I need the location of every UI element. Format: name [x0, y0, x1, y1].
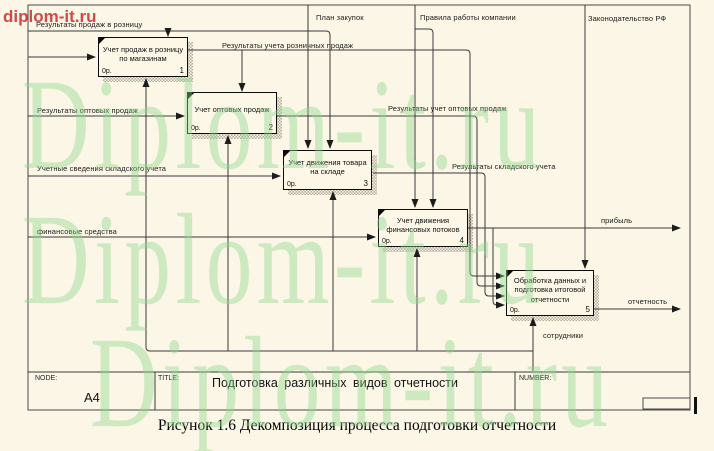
node-value: A4 — [84, 390, 100, 405]
box5-corner-marker — [506, 270, 514, 278]
flow-warehouse-results-arrow — [373, 172, 505, 300]
activity-box-5: Обработка данных и подготовка итоговой о… — [506, 270, 594, 316]
node-label: NODE: — [35, 375, 58, 382]
box1-number: 1 — [179, 66, 184, 75]
box4-number: 4 — [459, 236, 464, 245]
input-retail-top-arrow — [28, 30, 334, 149]
box1-title: Учет продаж в розницу по магазинам — [102, 44, 184, 63]
band-corner-box — [642, 397, 691, 410]
label-input-retail: Результаты продаж в розницу — [36, 20, 143, 29]
label-control-plan: План закупок — [316, 13, 364, 22]
label-input-warehouse: Учетные сведения складского учета — [37, 164, 167, 173]
label-output-profit: прибыль — [601, 216, 633, 225]
box5-number: 5 — [585, 305, 590, 314]
activity-box-1: Учет продаж в розницу по магазинам 0р. 1 — [98, 37, 188, 77]
text-cursor-artifact — [694, 397, 697, 414]
label-mechanism-staff: сотрудники — [543, 331, 584, 340]
box1-cost: 0р. — [102, 68, 112, 75]
box5-title: Обработка данных и подготовка итоговой о… — [513, 275, 587, 304]
box3-number: 3 — [363, 179, 368, 188]
flow-wholesale-results-arrow — [277, 115, 505, 290]
box2-number: 2 — [268, 123, 273, 132]
label-flow-wholesale-results: Результаты учет оптовых продаж — [388, 104, 507, 113]
activity-box-3: Учет движения товара на складе 0р. 3 — [283, 150, 372, 190]
flow-finance-to-box5-arrow — [492, 228, 505, 309]
activity-box-4: Учет движения финансовых потоков 0р. 4 — [378, 209, 468, 247]
diagram-title: Подготовка различных видов отчетности — [212, 376, 458, 390]
label-input-finance: финансовые средства — [37, 227, 117, 236]
label-input-wholesale: Результаты оптовых продаж — [37, 106, 138, 115]
box4-title: Учет движения финансовых потоков — [386, 215, 460, 234]
box2-cost: 0р. — [191, 125, 201, 132]
title-label: TITLE: — [158, 375, 180, 382]
box4-cost: 0р. — [382, 238, 392, 245]
box3-corner-marker — [283, 150, 291, 158]
box2-corner-marker — [187, 92, 195, 100]
box3-cost: 0р. — [287, 181, 297, 188]
box1-corner-marker — [98, 37, 106, 45]
diagram-frame — [27, 4, 691, 411]
label-control-law: Законодательство РФ — [588, 14, 667, 23]
activity-box-2: Учет оптовых продаж 0р. 2 — [187, 92, 277, 134]
figure-caption: Рисунок 1.6 Декомпозиция процесса подгот… — [157, 417, 557, 434]
label-flow-retail-results: Результаты учета розничных продаж — [222, 41, 354, 50]
box2-title: Учет оптовых продаж — [194, 105, 270, 115]
number-label: NUMBER: — [519, 375, 552, 382]
label-control-rules: Правила работы компании — [420, 13, 516, 22]
box3-title: Учет движения товара на складе — [288, 157, 367, 176]
label-output-reporting: отчетность — [628, 297, 668, 306]
mechanism-bus-box1-arrow — [142, 78, 533, 352]
box4-corner-marker — [378, 209, 386, 217]
flow-retail-results-arrow — [188, 49, 505, 280]
box5-cost: 0р. — [510, 307, 520, 314]
control-rules-branch-arrow — [415, 28, 437, 208]
label-flow-warehouse-results: Результаты складского учета — [452, 162, 556, 171]
